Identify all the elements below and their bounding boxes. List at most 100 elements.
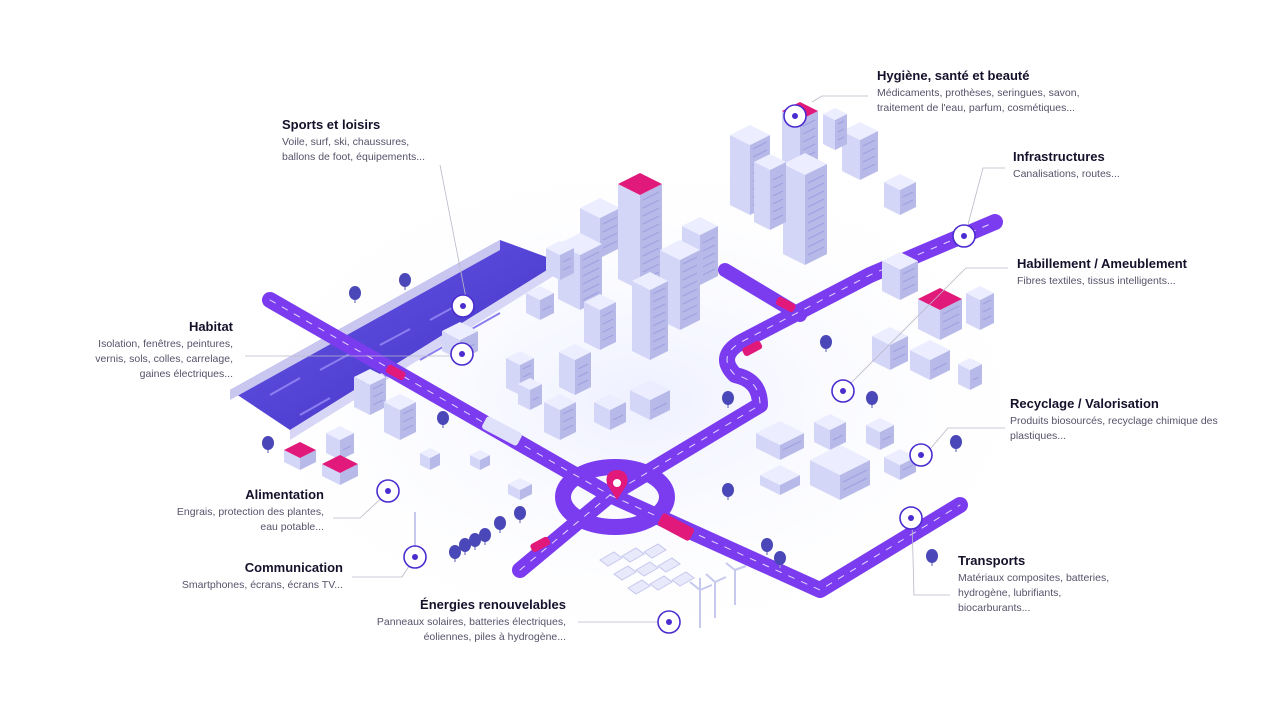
building [884,174,916,215]
tree-icon [820,335,832,352]
callout-line: Médicaments, prothèses, seringues, savon… [877,87,1080,99]
callout-line: hydrogène, lubrifiants, [958,587,1062,599]
solar-panel [671,571,695,587]
building [526,286,554,320]
callout-hygiene: Hygiène, santé et beauté Médicaments, pr… [877,68,1080,116]
tree-icon [459,538,471,555]
hotspot-marker-icon [376,479,400,503]
callout-energies: Énergies renouvelables Panneaux solaires… [377,597,566,645]
callout-sports: Sports et loisirs Voile, surf, ski, chau… [282,117,425,165]
building [354,369,386,415]
hotspot-marker-icon [657,610,681,634]
building [546,241,574,280]
hotspot-marker-icon [783,104,807,128]
tree-icon [774,551,786,568]
trees [262,273,962,568]
solar-panel [649,575,673,591]
callout-line: Isolation, fenêtres, peintures, [98,338,233,350]
building [814,414,846,450]
tree-icon [722,391,734,408]
tree-icon [866,391,878,408]
callout-title: Communication [244,560,343,575]
solar-panel [621,547,645,563]
callout-line: Produits biosourcés, recyclage chimique … [1010,415,1218,427]
hotspot-marker-icon [909,443,933,467]
callout-line: Canalisations, routes... [1013,168,1120,180]
tree-icon [950,435,962,452]
buildings [284,102,994,500]
callout-line: Engrais, protection des plantes, [176,506,324,518]
building [384,394,416,440]
callout-infrastructures: Infrastructures Canalisations, routes... [1013,149,1120,182]
solar-panel [643,543,667,559]
solar-panel [613,565,637,581]
hotspot-marker-icon [451,294,475,318]
solar-panels [599,543,695,595]
tree-icon [469,533,481,550]
callout-communication: Communication Smartphones, écrans, écran… [182,560,343,593]
building [882,252,918,300]
callout-line: ballons de foot, équipements... [282,151,426,163]
building [754,154,786,230]
building [884,449,916,480]
callout-line: biocarburants... [958,602,1031,614]
building [872,327,908,370]
wind-turbines [414,512,747,628]
callout-title: Habitat [188,319,233,334]
callout-title: Hygiène, santé et beauté [877,68,1030,83]
building [284,442,316,470]
building [470,450,490,470]
markers [376,104,976,634]
building [630,380,670,420]
callout-title: Habillement / Ameublement [1017,256,1187,271]
callout-line: Fibres textiles, tissus intelligents... [1017,275,1176,287]
tree-icon [722,483,734,500]
leader-lines [245,95,1008,623]
building [810,445,870,500]
solar-panel [657,557,681,573]
tree-icon [349,286,361,303]
callout-line: éoliennes, piles à hydrogène... [423,631,566,643]
callout-line: Matériaux composites, batteries, [958,572,1110,584]
hotspot-marker-icon [450,342,474,366]
callout-habillement: Habillement / Ameublement Fibres textile… [1017,256,1187,289]
building [594,394,626,430]
hotspot-marker-icon [403,545,427,569]
building [518,378,542,410]
callout-recyclage: Recyclage / Valorisation Produits biosou… [1010,396,1218,444]
tree-icon [399,273,411,290]
solar-panel [599,551,623,567]
building [326,426,354,460]
callout-title: Énergies renouvelables [420,597,566,612]
tree-icon [926,549,938,566]
building [783,153,827,265]
building [420,448,440,470]
callout-line: Voile, surf, ski, chaussures, [282,136,410,148]
solar-panel [627,579,651,595]
solar-panel [635,561,659,577]
building [559,344,591,395]
callout-title: Transports [958,553,1026,568]
building [918,288,962,340]
tree-icon [514,506,526,523]
callout-line: traitement de l'eau, parfum, cosmétiques… [877,102,1076,114]
building [508,478,532,500]
tree-icon [262,436,274,453]
location-pin-icon [606,470,628,500]
hotspot-marker-icon [952,224,976,248]
callout-line: vernis, sols, colles, carrelage, [95,353,233,365]
callout-transports: Transports Matériaux composites, batteri… [958,553,1109,616]
building [544,394,576,440]
tree-icon [449,545,461,562]
callout-title: Alimentation [245,487,324,502]
callout-line: eau potable... [260,521,324,533]
building [910,340,950,380]
building [632,272,668,360]
callout-title: Infrastructures [1013,149,1105,164]
tree-icon [437,411,449,428]
tree-icon [494,516,506,533]
callout-line: Panneaux solaires, batteries électriques… [376,616,566,628]
callout-title: Sports et loisirs [282,117,381,132]
callout-alimentation: Alimentation Engrais, protection des pla… [177,487,324,535]
